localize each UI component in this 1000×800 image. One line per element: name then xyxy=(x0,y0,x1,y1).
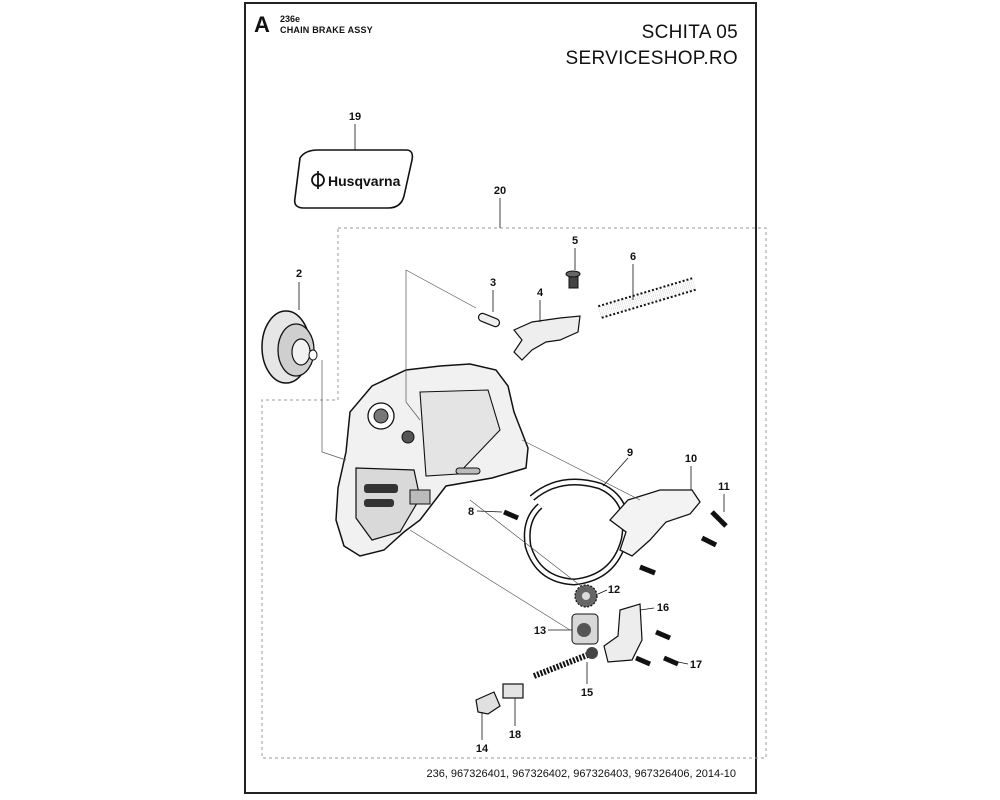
part-5-screw xyxy=(565,270,581,289)
decal-19: Husqvarna xyxy=(293,149,414,209)
callout-13: 13 xyxy=(534,625,546,637)
callout-11: 11 xyxy=(718,481,730,493)
callout-15: 15 xyxy=(581,687,593,699)
callout-14: 14 xyxy=(476,743,489,755)
callout-8: 8 xyxy=(468,506,474,518)
leader-lines xyxy=(298,124,725,740)
part-18-block xyxy=(502,683,524,699)
part-16-bracket xyxy=(603,603,643,663)
website-label: SERVICESHOP.RO xyxy=(565,48,738,69)
footer-reference: 236, 967326401, 967326402, 967326403, 96… xyxy=(426,768,736,780)
model-code: 236e xyxy=(280,14,301,24)
callout-5: 5 xyxy=(572,235,578,247)
assembly-20-outline xyxy=(261,227,767,759)
callout-10: 10 xyxy=(685,453,697,465)
part-14-nut xyxy=(475,691,501,715)
sheet-title: SCHITA 05 xyxy=(641,22,738,43)
callout-12: 12 xyxy=(608,584,620,596)
part-6-spring xyxy=(598,277,696,319)
decal-brand-text: Husqvarna xyxy=(328,173,401,189)
part-20-housing xyxy=(335,363,529,557)
callout-19: 19 xyxy=(349,111,361,123)
part-12-gear xyxy=(574,584,598,608)
callout-16: 16 xyxy=(657,602,669,614)
part-17-screws xyxy=(635,629,679,667)
part-8-pin xyxy=(503,509,519,521)
part-2-clutch-cover xyxy=(261,310,318,384)
husqvarna-crown-icon xyxy=(311,171,325,189)
assembly-name: CHAIN BRAKE ASSY xyxy=(280,25,373,35)
callout-3: 3 xyxy=(490,277,496,289)
callout-2: 2 xyxy=(296,268,302,280)
callout-17: 17 xyxy=(690,659,702,671)
callout-9: 9 xyxy=(627,447,633,459)
part-13-tensioner xyxy=(571,613,599,645)
callout-6: 6 xyxy=(630,251,636,263)
callout-20: 20 xyxy=(494,185,506,197)
exploded-guide-lines xyxy=(321,269,641,631)
part-4-lever xyxy=(513,315,581,361)
part-11-screws xyxy=(639,510,728,576)
part-15-adjusting-screw xyxy=(532,647,598,679)
callout-18: 18 xyxy=(509,729,521,741)
callout-4: 4 xyxy=(537,287,544,299)
part-3-pin xyxy=(477,312,501,328)
part-10-cover-plate xyxy=(609,489,701,557)
section-letter: A xyxy=(254,12,270,37)
callout-labels: 19 20 2 3 4 5 6 9 10 11 8 12 16 13 17 15… xyxy=(296,111,730,755)
